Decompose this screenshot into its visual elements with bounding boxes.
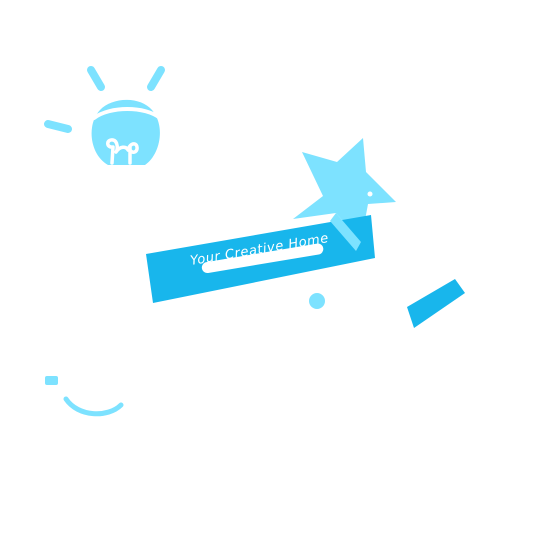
smile-icon	[45, 376, 124, 417]
dot-shape	[309, 293, 325, 309]
lightbulb-icon	[44, 66, 165, 165]
tagline-banner: Your Creative Home	[146, 213, 375, 303]
banner-bar	[201, 243, 324, 274]
block-shape	[407, 279, 465, 328]
